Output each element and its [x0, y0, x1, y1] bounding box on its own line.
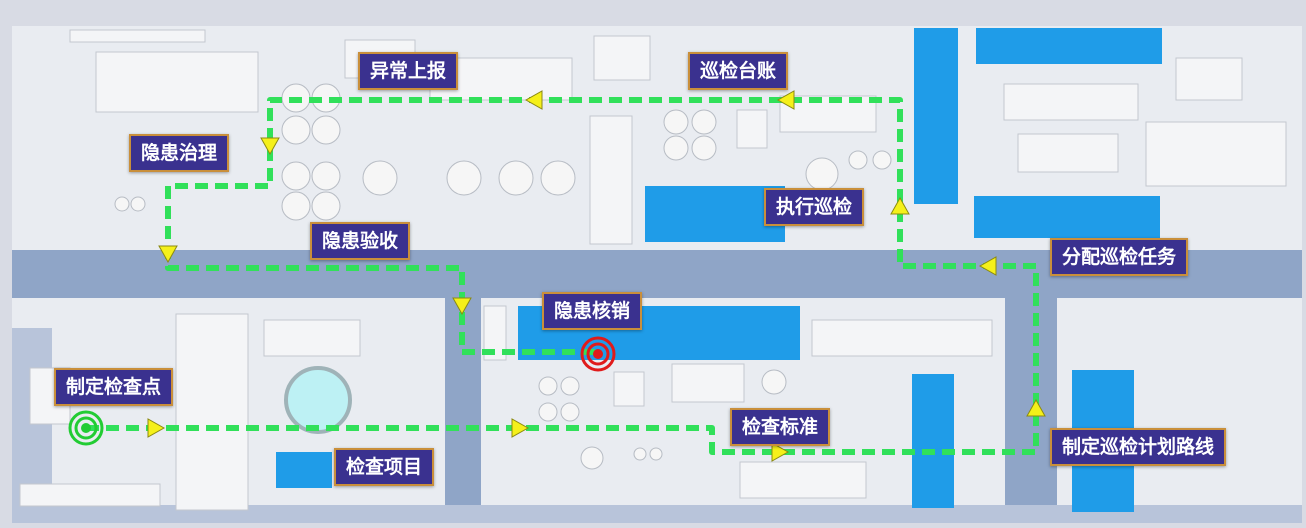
tall-building — [589, 115, 633, 245]
warehouse-top-left — [95, 51, 259, 113]
arrow-down-icon — [260, 137, 280, 156]
green-target-icon — [68, 410, 104, 446]
label-hazard-acceptance: 隐患验收 — [310, 222, 411, 260]
small-building-2 — [593, 35, 651, 81]
small-building-3 — [736, 109, 768, 149]
arrow-up-icon — [890, 196, 910, 215]
blue-building-4 — [974, 196, 1160, 238]
label-set-checkpoint: 制定检查点 — [54, 368, 174, 406]
building-right-2 — [1017, 133, 1119, 173]
building-right-3 — [1145, 121, 1287, 187]
bottom-road — [12, 505, 1302, 523]
red-target-icon — [580, 336, 616, 372]
blue-building-3 — [976, 28, 1162, 64]
blue-building-2 — [914, 28, 958, 204]
road-vertical-1 — [445, 298, 481, 518]
shed-top-left — [69, 29, 206, 43]
arrow-left-icon — [776, 90, 795, 110]
road-vertical-2 — [1005, 250, 1057, 518]
tank-cluster-3 — [538, 369, 787, 470]
small-building-bm — [483, 305, 507, 361]
arrow-right-icon — [771, 442, 790, 462]
round-pool — [284, 366, 352, 434]
building-bm-4 — [739, 461, 867, 499]
route-arrows — [147, 90, 1046, 462]
label-assign-task: 分配巡检任务 — [1050, 238, 1189, 276]
blue-building-br-1 — [912, 374, 954, 508]
building-bl-2 — [263, 319, 361, 357]
arrow-left-icon — [978, 256, 997, 276]
arrow-right-icon — [511, 418, 530, 438]
label-inspection-item: 检查项目 — [334, 448, 435, 486]
building-bm-3 — [671, 363, 745, 403]
blue-building-bl — [276, 452, 332, 488]
inspection-route — [86, 97, 1039, 455]
arrow-left-icon — [524, 90, 543, 110]
label-hazard-writeoff: 隐患核销 — [542, 292, 643, 330]
arrow-up-icon — [1026, 398, 1046, 417]
label-inspection-ledger: 巡检台账 — [688, 52, 789, 90]
building-bm-2 — [613, 371, 645, 407]
building-br-1 — [811, 319, 993, 357]
arrow-down-icon — [158, 245, 178, 264]
label-plan-route: 制定巡检计划路线 — [1050, 428, 1227, 466]
tank-cluster-2 — [114, 109, 892, 212]
building-right-4 — [1175, 57, 1243, 101]
arrow-right-icon — [147, 418, 166, 438]
long-building-bl — [175, 313, 249, 511]
building-bl-bottom — [19, 483, 161, 507]
label-abnormal-report: 异常上报 — [358, 52, 459, 90]
building-right-1 — [1003, 83, 1139, 121]
tank-cluster-1 — [281, 83, 576, 221]
label-hazard-governance: 隐患治理 — [129, 134, 230, 172]
blue-building-1 — [645, 186, 785, 242]
arrow-down-icon — [452, 297, 472, 316]
label-inspection-standard: 检查标准 — [730, 408, 831, 446]
label-execute-inspection: 执行巡检 — [764, 188, 865, 226]
